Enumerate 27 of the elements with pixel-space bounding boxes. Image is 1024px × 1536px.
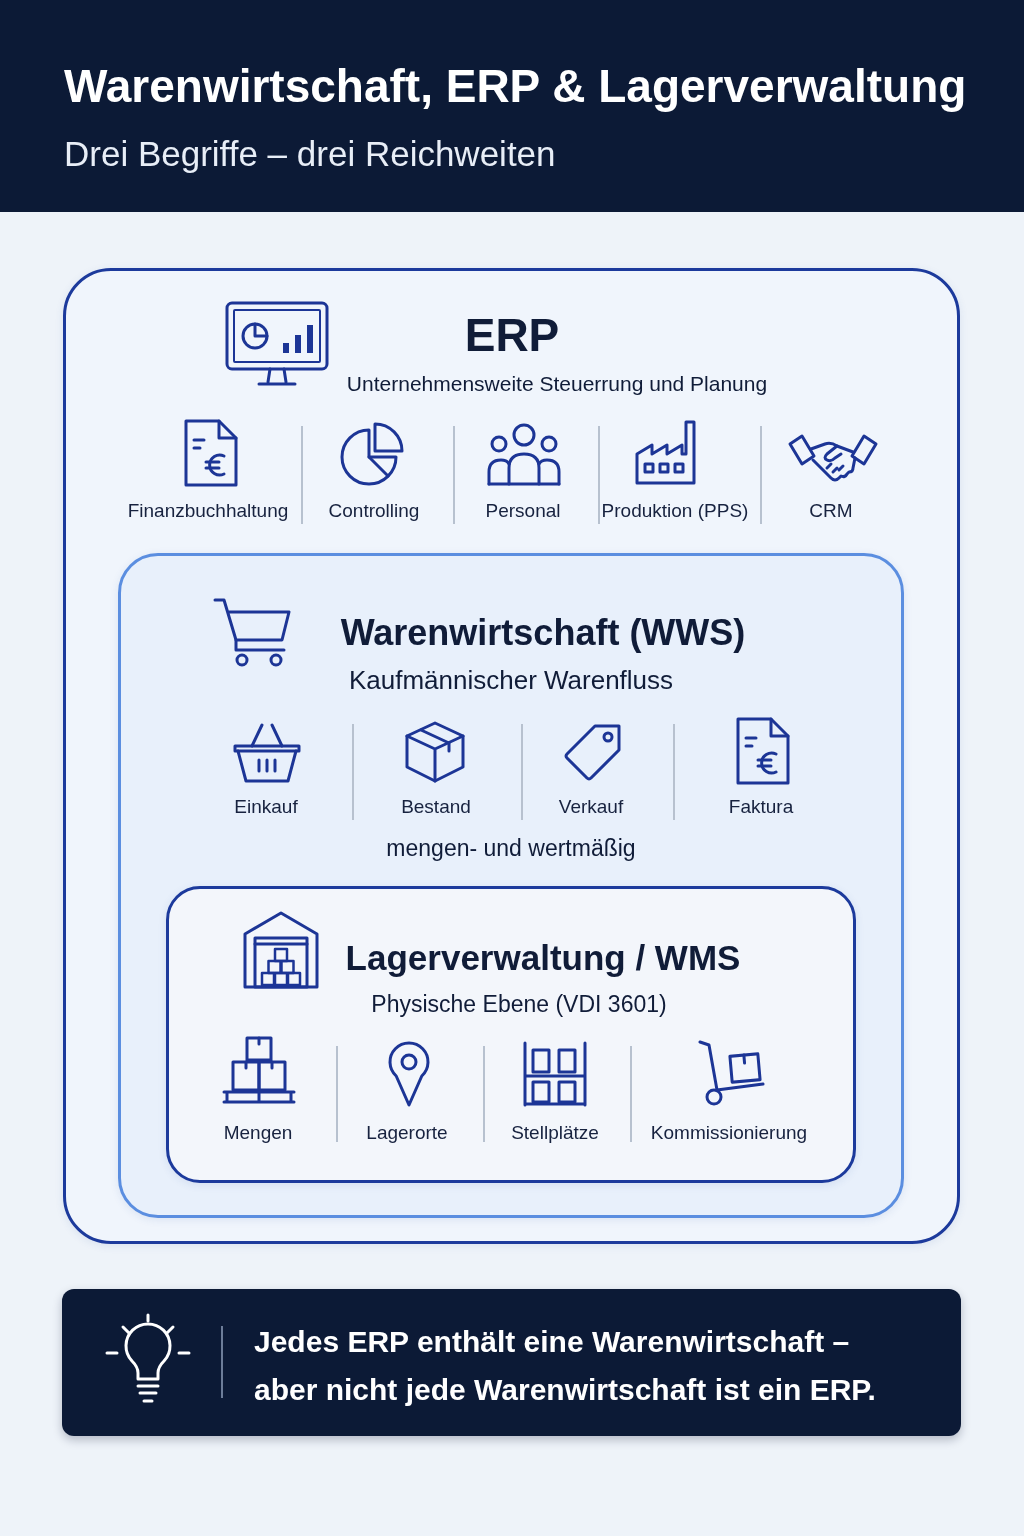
module-label: Finanzbuchhaltung [127, 500, 289, 523]
module-label: Einkauf [234, 796, 298, 819]
module-label: Controlling [328, 500, 420, 523]
module-label: CRM [809, 500, 853, 523]
panel-heading: ERP [464, 308, 560, 363]
diagram-title: Warenwirtschaft, ERP & Lagerverwaltung [64, 59, 967, 114]
module-label: Produktion (PPS) [601, 500, 749, 523]
module-label: Bestand [401, 796, 471, 819]
panel-subtitle: Unternehmensweite Steuerrung und Planung [346, 371, 768, 397]
diagram-subtitle: Drei Begriffe – drei Reichweiten [64, 133, 556, 175]
panel-subtitle: Physische Ebene (VDI 3601) [371, 991, 667, 1019]
panel-heading: Warenwirtschaft (WWS) [340, 611, 746, 655]
panel-note: mengen- und wertmäßig [386, 835, 636, 863]
module-label: Mengen [223, 1122, 293, 1145]
note-banner [62, 1289, 961, 1436]
scope-panel [118, 553, 904, 1218]
scope-panel [166, 886, 856, 1183]
panel-subtitle: Kaufmännischer Warenfluss [348, 665, 674, 697]
panel-heading: Lagerverwaltung / WMS [345, 937, 741, 979]
banner-text: Jedes ERP enthält eine Warenwirtschaft – aber nicht jede Warenwirtschaft ist ein ERP. [254, 1324, 877, 1408]
module-label: Lagerorte [366, 1122, 448, 1145]
module-label: Verkauf [558, 796, 624, 819]
module-label: Kommissionierung [650, 1122, 808, 1145]
module-label: Faktura [728, 796, 794, 819]
module-label: Personal [485, 500, 561, 523]
module-label: Stellplätze [511, 1122, 599, 1145]
scope-panel [63, 268, 960, 1244]
